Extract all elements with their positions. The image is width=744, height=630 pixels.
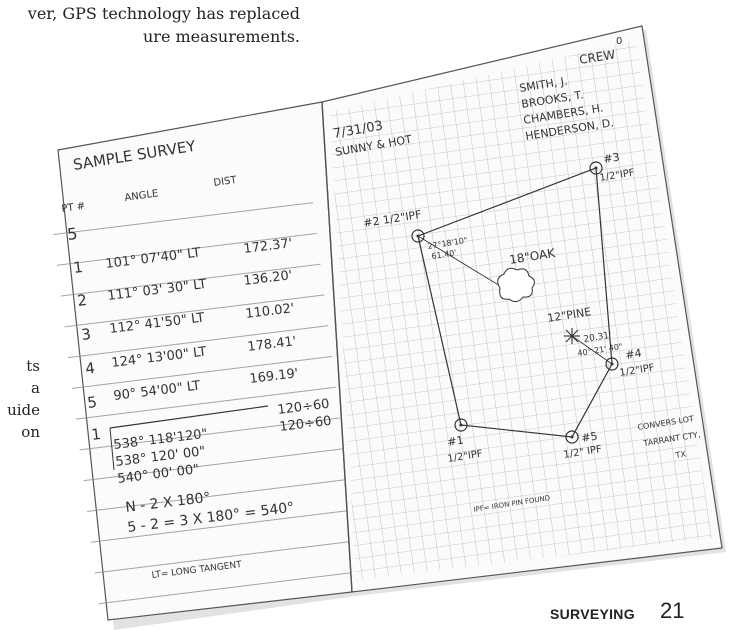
page-text-top: ver, GPS technology has replaced ure mea… xyxy=(0,2,300,48)
row-dist: 178.41' xyxy=(247,334,298,355)
side-text-line: ts xyxy=(26,357,40,375)
pine-tree-icon xyxy=(564,328,580,344)
location-line-3: TX xyxy=(674,449,687,460)
point-label-5: #5 xyxy=(580,430,598,445)
crew-title: CREW xyxy=(578,47,616,67)
right-page: 0 7/31/03 SUNNY & HOT CREW SMITH, J. BRO… xyxy=(321,25,723,593)
footer-section-label: SURVEYING xyxy=(550,606,635,622)
pine-tie-line xyxy=(571,335,613,365)
point-marker xyxy=(605,357,619,371)
row-pt: 3 xyxy=(80,325,92,344)
row-dist: 136.20' xyxy=(243,268,294,289)
row-dist: 110.02' xyxy=(245,301,296,322)
page-text-line: ure measurements. xyxy=(143,27,300,46)
row-pt: 2 xyxy=(76,291,88,310)
col-pt-header: PT # xyxy=(61,201,86,215)
footer-page-number: 21 xyxy=(660,598,685,623)
sum-calc-1: 120÷60 xyxy=(277,397,331,418)
angle-sum: 1 538° 118'120" 120÷60 538° 120' 00" 120… xyxy=(90,397,332,487)
side-text-line: on xyxy=(21,423,40,441)
row-pt: 4 xyxy=(84,359,96,378)
oak-tie-line xyxy=(417,235,511,293)
side-text-line: a xyxy=(31,379,40,397)
page-text-side: ts a uide on xyxy=(0,355,40,443)
page-text-line: ver, GPS technology has replaced xyxy=(27,4,300,23)
traverse-boundary xyxy=(417,167,613,438)
oak-tree-icon xyxy=(497,267,535,303)
point-marker xyxy=(454,418,468,432)
row-pt: 5 xyxy=(86,393,98,412)
point-label-4: #4 xyxy=(624,347,642,362)
col-angle-header: ANGLE xyxy=(124,188,159,204)
point-label-3: #3 xyxy=(602,151,620,166)
point-2-dist: 61.40' xyxy=(431,248,457,261)
notebook-spine xyxy=(321,101,353,593)
row-dist: 172.37' xyxy=(243,236,294,257)
col-dist-header: DIST xyxy=(213,175,238,189)
row-dist: 169.19' xyxy=(249,366,300,387)
point-marker xyxy=(589,161,603,175)
survey-row: 5 xyxy=(66,224,78,244)
sum-pt: 1 xyxy=(90,425,102,444)
point-label-1: #1 xyxy=(446,434,464,449)
row-pt: 5 xyxy=(66,224,78,244)
row-pt: 1 xyxy=(72,258,84,277)
left-page: SAMPLE SURVEY PT # ANGLE DIST 5 1 101° 0… xyxy=(49,101,362,626)
sum-calc-2: 120÷60 xyxy=(279,414,333,435)
point-marker xyxy=(565,430,579,444)
point-marker xyxy=(411,229,425,243)
point-4-dist: 20.31' xyxy=(583,331,612,345)
side-text-line: uide xyxy=(7,401,40,419)
page-number-circle: 0 xyxy=(616,36,622,47)
